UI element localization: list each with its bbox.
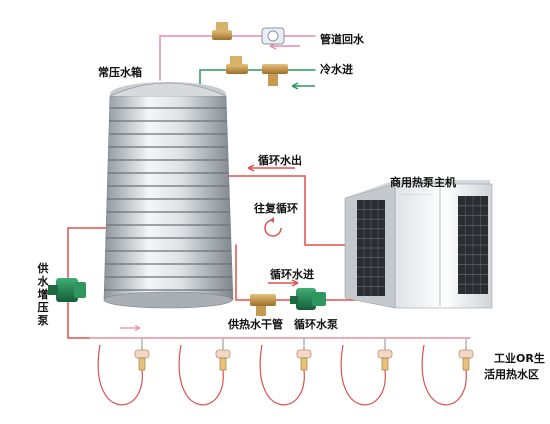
circulation-out-label: 循环水出 bbox=[258, 154, 302, 167]
return-water-label: 管道回水 bbox=[320, 33, 364, 46]
commercial-heat-pump-unit bbox=[344, 180, 493, 309]
cold-solenoid-valve bbox=[226, 56, 248, 74]
tank-label: 常压水箱 bbox=[98, 66, 142, 79]
outlet-faucet-3 bbox=[259, 338, 312, 406]
usage-zone-label-line2: 活用热水区 bbox=[484, 368, 539, 381]
supply-main-label: 供热水干管 bbox=[228, 318, 283, 331]
arrow-circ-out-icon bbox=[247, 164, 295, 172]
outlet-faucet-4 bbox=[340, 338, 393, 406]
supply-booster-pump bbox=[48, 278, 86, 302]
tank-ribs bbox=[104, 107, 233, 291]
arrow-cold-icon bbox=[291, 82, 315, 90]
circulation-pump-label: 循环水泵 bbox=[294, 318, 338, 331]
left-coil-grille bbox=[357, 200, 385, 296]
arrow-supply-icon bbox=[120, 324, 141, 332]
cold-water-in-label: 冷水进 bbox=[320, 63, 353, 76]
right-coil-grille bbox=[402, 194, 488, 294]
circulation-pump bbox=[290, 288, 326, 310]
circulation-in-label: 循环水进 bbox=[270, 268, 314, 281]
outlet-faucet-2 bbox=[178, 338, 231, 406]
reciprocation-icon bbox=[264, 219, 282, 237]
return-solenoid-valve bbox=[212, 22, 232, 40]
return-flow-meter bbox=[261, 27, 285, 45]
outlet-hose-5 bbox=[421, 344, 467, 406]
outlet-hose-4 bbox=[340, 344, 386, 406]
outlet-faucet-5 bbox=[421, 338, 474, 406]
hot-water-outlets bbox=[97, 338, 474, 406]
arrow-circ-in-icon bbox=[268, 279, 299, 287]
reciprocate-label: 往复循环 bbox=[254, 202, 298, 215]
supply-pump-label: 供水增压泵 bbox=[37, 262, 49, 327]
cold-strainer bbox=[262, 64, 288, 86]
pressure-water-tank bbox=[103, 82, 234, 309]
outlet-faucet-1 bbox=[97, 338, 150, 406]
outlet-hose-3 bbox=[259, 344, 305, 406]
outlet-hose-1 bbox=[97, 344, 143, 406]
usage-zone-label-line1: 工业OR生 bbox=[494, 352, 545, 365]
circulation-strainer bbox=[250, 294, 276, 316]
flow-arrows bbox=[120, 42, 315, 332]
outlet-hose-2 bbox=[178, 344, 224, 406]
circulation-in-pipe bbox=[235, 244, 396, 301]
heat-pump-label: 商用热泵主机 bbox=[390, 176, 456, 189]
